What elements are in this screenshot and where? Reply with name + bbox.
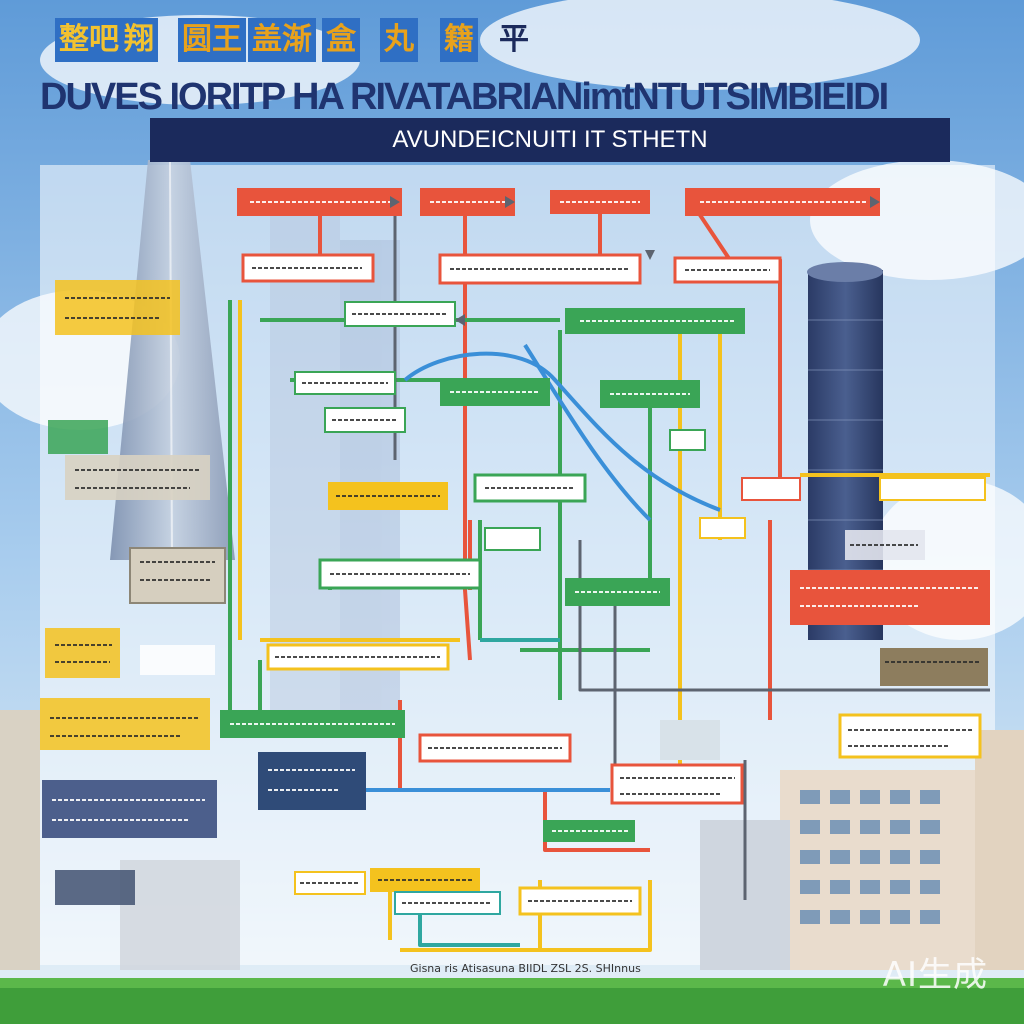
- node-box: [838, 713, 982, 759]
- top-glyph: 盒: [322, 18, 360, 62]
- banner-subtitle: AVUNDEICNUITI IT STHETN: [150, 118, 950, 162]
- node-box: [48, 420, 108, 454]
- node-box: [55, 280, 180, 335]
- footer-caption: Gisna ris Atisasuna BIIDL ZSL 2S. SHInnu…: [410, 962, 641, 975]
- node-box: [610, 763, 744, 805]
- banner-title: DUVES IORITP HA RIVATABRIANimtNTUTSIMBIE…: [40, 76, 889, 118]
- grass-strip: [0, 985, 1024, 1024]
- node-box: [741, 477, 801, 501]
- building-left-apartments: [0, 710, 240, 970]
- top-glyph: 籍: [440, 18, 478, 62]
- node-box: [55, 870, 135, 905]
- node-box: [669, 429, 706, 451]
- node-box: [40, 698, 210, 750]
- grass-edge: [0, 978, 1024, 988]
- node-box: [880, 648, 988, 686]
- node-box: [266, 643, 450, 671]
- node-box: [45, 628, 120, 678]
- top-glyph: 翔: [120, 18, 158, 62]
- top-glyph: 圆王: [178, 18, 246, 62]
- top-glyph: 盖渐: [248, 18, 316, 62]
- node-box: [790, 570, 990, 625]
- node-box: [258, 752, 366, 810]
- node-box: [660, 720, 720, 760]
- node-box: [879, 477, 986, 501]
- node-box: [484, 527, 541, 551]
- node-box: [699, 517, 746, 539]
- node-box: [42, 780, 217, 838]
- node-box: [370, 868, 480, 892]
- node-box: [129, 547, 226, 604]
- node-box: [65, 455, 210, 500]
- glyph-marks: [50, 201, 980, 904]
- top-glyph: 平: [499, 22, 529, 57]
- top-glyph: 丸: [380, 18, 418, 62]
- ai-generated-watermark: AI生成: [882, 955, 988, 995]
- node-box: [140, 645, 215, 675]
- arrow-marks: [390, 196, 880, 326]
- top-glyph: 整吧: [55, 18, 123, 62]
